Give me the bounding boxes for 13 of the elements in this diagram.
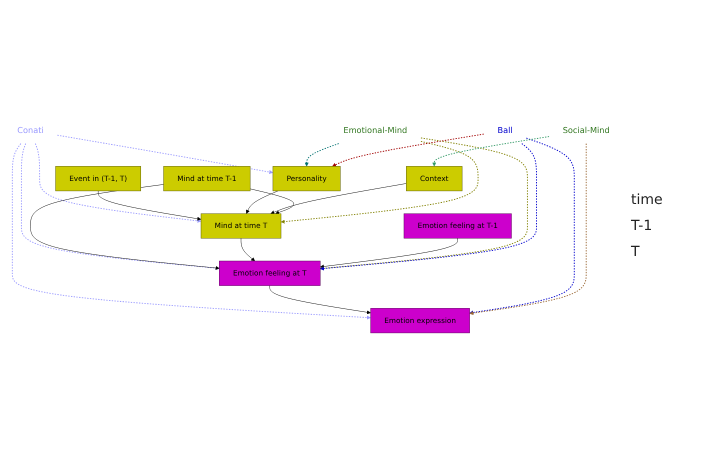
node-text: Social-Mind: [562, 126, 610, 136]
arrow: [56, 134, 274, 174]
arrow: [280, 141, 479, 224]
axis-label: T: [631, 244, 641, 260]
node-text: Ball: [497, 126, 513, 136]
node-text: Conati: [17, 126, 44, 136]
node-text: Emotional-Mind: [343, 126, 408, 136]
axis-label: T-1: [631, 218, 654, 234]
arrow: [20, 143, 220, 270]
axis-label: time: [631, 192, 664, 208]
arrow: [304, 143, 340, 167]
arrow: [432, 136, 550, 167]
arrow: [332, 134, 484, 167]
